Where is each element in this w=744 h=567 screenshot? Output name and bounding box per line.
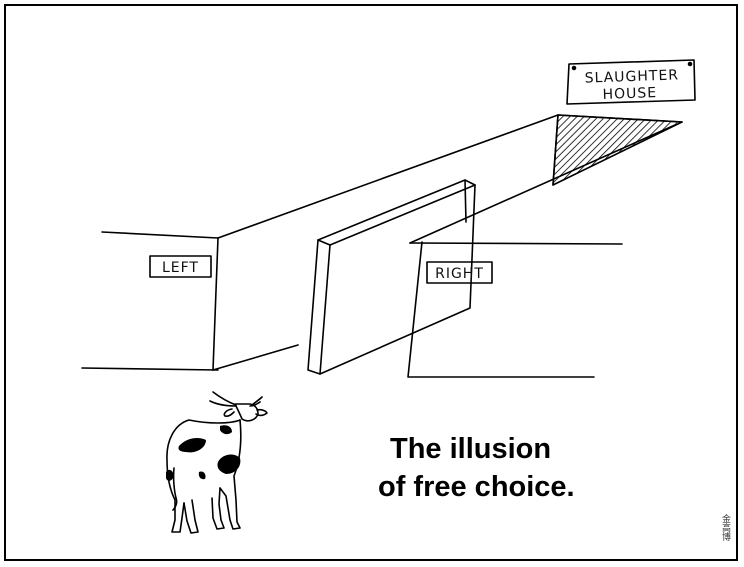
caption-line-2: of free choice.	[378, 471, 575, 503]
left-sign	[149, 255, 212, 278]
left-wall	[81, 114, 559, 371]
sign-nail-icon	[687, 61, 693, 67]
cartoon-frame	[4, 4, 738, 561]
sign-nail-icon	[571, 65, 577, 71]
cow-spot	[166, 469, 174, 481]
cow-spot	[217, 454, 241, 474]
middle-divider	[307, 179, 476, 375]
cartoon-caption: The illusion of free choice.	[360, 430, 620, 506]
caption-line-1: The illusion	[390, 433, 552, 465]
cow-drawing	[166, 391, 268, 534]
right-sign-label: RIGHT	[435, 266, 484, 282]
slaughterhouse-sign-line1: SLAUGHTER	[584, 67, 679, 86]
cow-spot	[178, 438, 206, 453]
cow-spot	[220, 425, 232, 435]
corridor-end	[552, 114, 683, 186]
slaughterhouse-sign	[566, 59, 696, 105]
slaughterhouse-sign-line2: HOUSE	[602, 85, 657, 103]
right-wall	[407, 124, 676, 378]
right-sign	[426, 261, 493, 284]
artist-signature: 金高博	[720, 514, 730, 541]
left-sign-label: LEFT	[162, 260, 199, 276]
cow-spot	[198, 471, 206, 480]
